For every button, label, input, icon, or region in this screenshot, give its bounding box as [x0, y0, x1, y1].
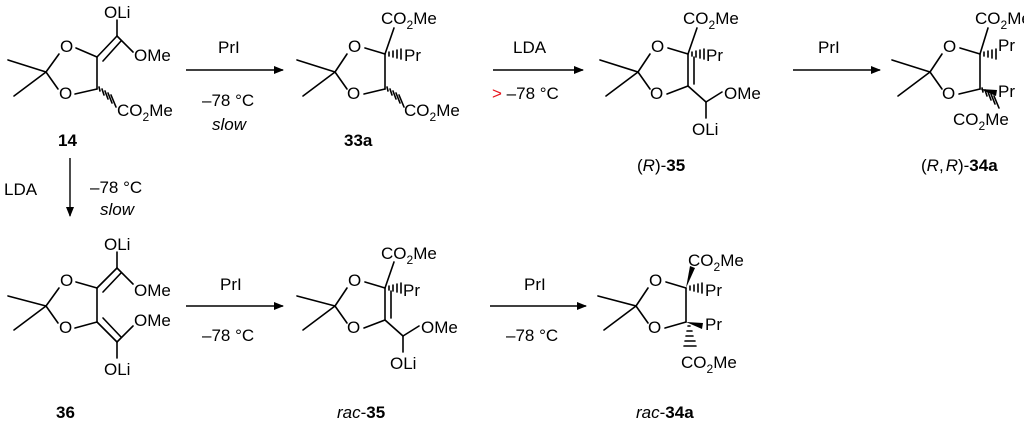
- ring-oxygen-top: O: [651, 37, 664, 56]
- hashed-bond: [691, 48, 705, 60]
- arrow-36-to-rac35: PrI –78 °C: [186, 275, 284, 345]
- co2me-label: CO2Me: [681, 353, 737, 376]
- propyl-label: Pr: [404, 46, 421, 65]
- hashed-bond: [98, 86, 117, 108]
- oli-label: OLi: [104, 3, 130, 22]
- ring-oxygen-top: O: [348, 37, 361, 56]
- temperature-label: –78 °C: [506, 326, 558, 345]
- temperature-label: –78 °C: [202, 326, 254, 345]
- hashed-bond: [683, 325, 697, 347]
- compound-label: 33a: [344, 131, 373, 150]
- reagent-label: PrI: [524, 275, 546, 294]
- arrow-14-to-36: LDA –78 °C slow: [4, 158, 142, 219]
- reagent-label: PrI: [818, 38, 840, 57]
- ring-oxygen-top: O: [60, 37, 73, 56]
- compound-14: O O OLi OMe CO2Me 14: [7, 3, 173, 150]
- temperature-label: –78 °C: [90, 178, 142, 197]
- arrow-33a-to-R35: LDA > –78 °C: [492, 38, 584, 103]
- oli-bottom-label: OLi: [104, 360, 130, 379]
- compound-rac-35: O O CO2Me Pr OMe OLi rac-35: [296, 244, 458, 422]
- reagent-label: LDA: [4, 180, 38, 199]
- compound-label: (R)-35: [637, 156, 685, 175]
- oli-label: OLi: [692, 120, 718, 139]
- compound-label: rac-35: [337, 403, 385, 422]
- ome-label: OMe: [724, 84, 761, 103]
- co2me-label: CO2Me: [953, 110, 1009, 133]
- condition-note: slow: [212, 115, 248, 134]
- propyl-label-1: Pr: [705, 281, 722, 300]
- ring-oxygen-bottom: O: [648, 318, 661, 337]
- temperature-label: > –78 °C: [492, 84, 559, 103]
- co2me-label: CO2Me: [381, 244, 437, 267]
- greater-than-sign: >: [492, 84, 502, 103]
- ring-oxygen-bottom: O: [347, 84, 360, 103]
- hashed-bond: [386, 86, 405, 108]
- ring-oxygen-top: O: [60, 271, 73, 290]
- ome-top-label: OMe: [134, 281, 171, 300]
- compound-RR-34a: O O CO2Me Pr Pr CO2Me (R,R)-34a: [891, 9, 1024, 175]
- wedge-bond: [686, 322, 703, 329]
- propyl-label-2: Pr: [705, 315, 722, 334]
- temperature-label: –78 °C: [202, 91, 254, 110]
- ome-label: OMe: [421, 318, 458, 337]
- ring-oxygen-top: O: [649, 271, 662, 290]
- hashed-bond: [388, 282, 402, 294]
- hashed-bond: [981, 87, 1000, 109]
- ring-oxygen-bottom: O: [650, 84, 663, 103]
- reagent-label: PrI: [220, 275, 242, 294]
- compound-label: rac-34a: [636, 403, 694, 422]
- co2me-label: CO2Me: [404, 101, 460, 124]
- compound-label: 36: [56, 403, 75, 422]
- compound-label: (R,R)-34a: [921, 156, 998, 175]
- hashed-bond: [388, 48, 402, 60]
- ome-label: OMe: [134, 46, 171, 65]
- compound-rac-34a: O O CO2Me Pr Pr CO2Me rac-34a: [597, 251, 744, 422]
- propyl-label: Pr: [403, 281, 420, 300]
- hashed-bond: [983, 48, 997, 60]
- propyl-label: Pr: [706, 46, 723, 65]
- compound-label: 14: [58, 131, 77, 150]
- condition-note: slow: [100, 200, 136, 219]
- wedge-bond: [686, 266, 695, 288]
- oli-top-label: OLi: [104, 235, 130, 254]
- co2me-top-label: CO2Me: [688, 251, 744, 274]
- propyl-label-2: Pr: [998, 82, 1015, 101]
- ring-oxygen-bottom: O: [347, 318, 360, 337]
- compound-36: O O OLi OMe OMe OLi 36: [7, 235, 171, 422]
- compound-R-35: O O CO2Me Pr OMe OLi (R)-35: [599, 9, 761, 175]
- reagent-label: LDA: [513, 38, 547, 57]
- compound-33a: O O CO2Me Pr CO2Me 33a: [296, 9, 460, 150]
- ring-oxygen-bottom: O: [59, 84, 72, 103]
- co2me-label: CO2Me: [683, 9, 739, 32]
- reagent-label: PrI: [218, 38, 240, 57]
- arrow-R35-to-RR34a: PrI: [793, 38, 881, 74]
- ring-oxygen-bottom: O: [942, 84, 955, 103]
- co2me-top-label: CO2Me: [975, 9, 1024, 32]
- ring-oxygen-bottom: O: [59, 318, 72, 337]
- propyl-label-1: Pr: [998, 36, 1015, 55]
- arrow-14-to-33a: PrI –78 °C slow: [186, 38, 284, 134]
- arrow-rac35-to-rac34a: PrI –78 °C: [490, 275, 587, 345]
- ome-bottom-label: OMe: [134, 311, 171, 330]
- ring-oxygen-top: O: [348, 271, 361, 290]
- ring-oxygen-top: O: [943, 37, 956, 56]
- co2me-label: CO2Me: [117, 101, 173, 124]
- oli-label: OLi: [390, 354, 416, 373]
- co2me-top-label: CO2Me: [381, 9, 437, 32]
- hashed-bond: [689, 282, 703, 294]
